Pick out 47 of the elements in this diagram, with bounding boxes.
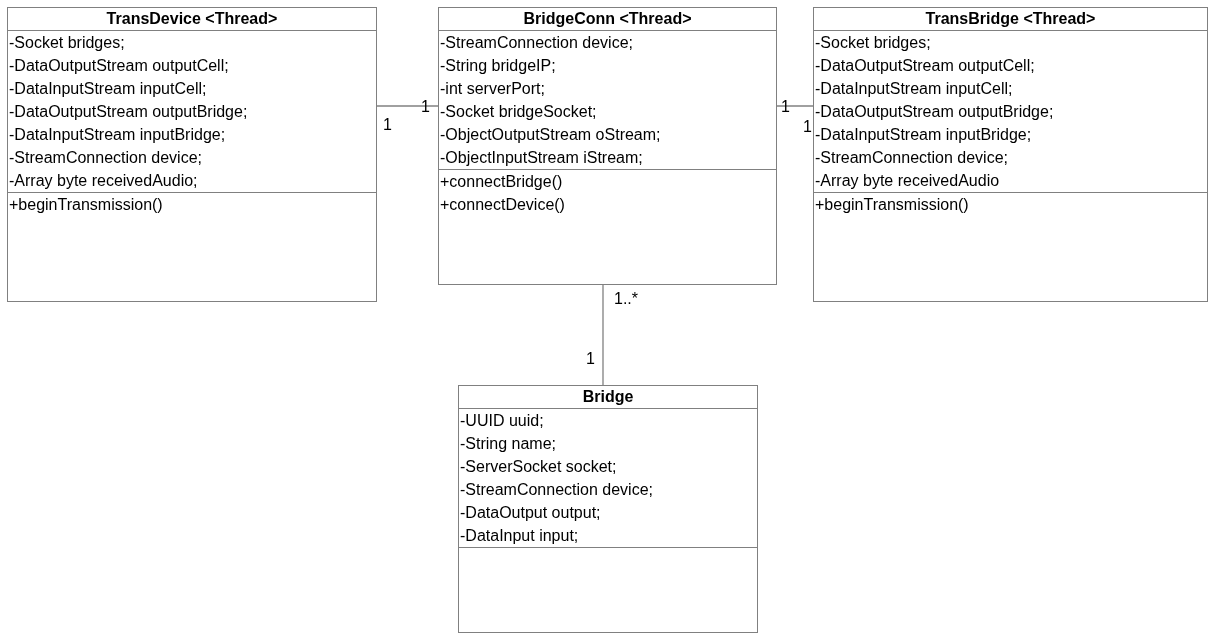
class-name: BridgeConn <Thread>	[439, 8, 776, 31]
class-box	[7, 7, 377, 302]
multiplicity-label: 1	[803, 118, 812, 136]
attribute-text: -DataOutputStream outputCell;	[814, 56, 1036, 76]
attribute-text: -Array byte receivedAudio	[814, 171, 1001, 191]
multiplicity-label: 1..*	[614, 290, 638, 308]
attribute-text: -DataOutput output;	[459, 503, 602, 523]
class-name: TransDevice <Thread>	[8, 8, 376, 31]
attribute-text: -DataInputStream inputBridge;	[814, 125, 1033, 145]
attribute-text: -String bridgeIP;	[439, 56, 557, 76]
method-text: +connectBridge()	[439, 169, 776, 193]
class-box	[458, 385, 758, 633]
attribute-text: -int serverPort;	[439, 79, 546, 99]
attribute-text: -StreamConnection device;	[459, 480, 654, 500]
class-box	[438, 7, 777, 285]
attribute-text: -DataInputStream inputCell;	[8, 79, 208, 99]
multiplicity-label: 1	[383, 116, 392, 134]
association-line	[776, 105, 814, 107]
class-box	[813, 7, 1208, 302]
attribute-text: -DataOutputStream outputCell;	[8, 56, 230, 76]
class-name: TransBridge <Thread>	[814, 8, 1207, 31]
attribute-text: -Socket bridges;	[814, 33, 932, 53]
method-text: +beginTransmission()	[8, 192, 376, 216]
attribute-text: -DataInputStream inputBridge;	[8, 125, 227, 145]
association-line	[376, 105, 439, 107]
attribute-text: -DataInputStream inputCell;	[814, 79, 1014, 99]
association-line	[602, 284, 604, 386]
attribute-text: -DataOutputStream outputBridge;	[8, 102, 249, 122]
attribute-text: -ServerSocket socket;	[459, 457, 618, 477]
multiplicity-label: 1	[586, 350, 595, 368]
multiplicity-label: 1	[781, 98, 790, 116]
attribute-text: -String name;	[459, 434, 558, 454]
attribute-text: -DataOutputStream outputBridge;	[814, 102, 1055, 122]
attribute-text: -UUID uuid;	[459, 411, 545, 431]
attribute-text: -DataInput input;	[459, 526, 580, 546]
attribute-text: -Socket bridges;	[8, 33, 126, 53]
class-name: Bridge	[459, 386, 757, 409]
method-text: +connectDevice()	[439, 195, 566, 215]
attribute-text: -ObjectOutputStream oStream;	[439, 125, 662, 145]
attribute-text: -Array byte receivedAudio;	[8, 171, 199, 191]
attribute-text: -StreamConnection device;	[439, 33, 634, 53]
attribute-text: -StreamConnection device;	[814, 148, 1009, 168]
attribute-text: -ObjectInputStream iStream;	[439, 148, 644, 168]
attribute-text: -Socket bridgeSocket;	[439, 102, 598, 122]
attribute-text: -StreamConnection device;	[8, 148, 203, 168]
method-text: +beginTransmission()	[814, 192, 1207, 216]
multiplicity-label: 1	[421, 98, 430, 116]
